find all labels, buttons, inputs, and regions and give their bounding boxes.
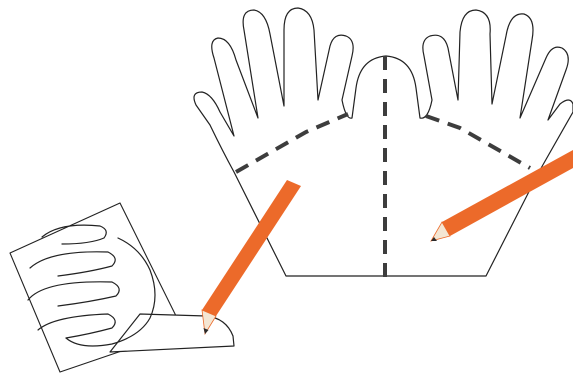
- hand-template-sheet: [10, 203, 234, 372]
